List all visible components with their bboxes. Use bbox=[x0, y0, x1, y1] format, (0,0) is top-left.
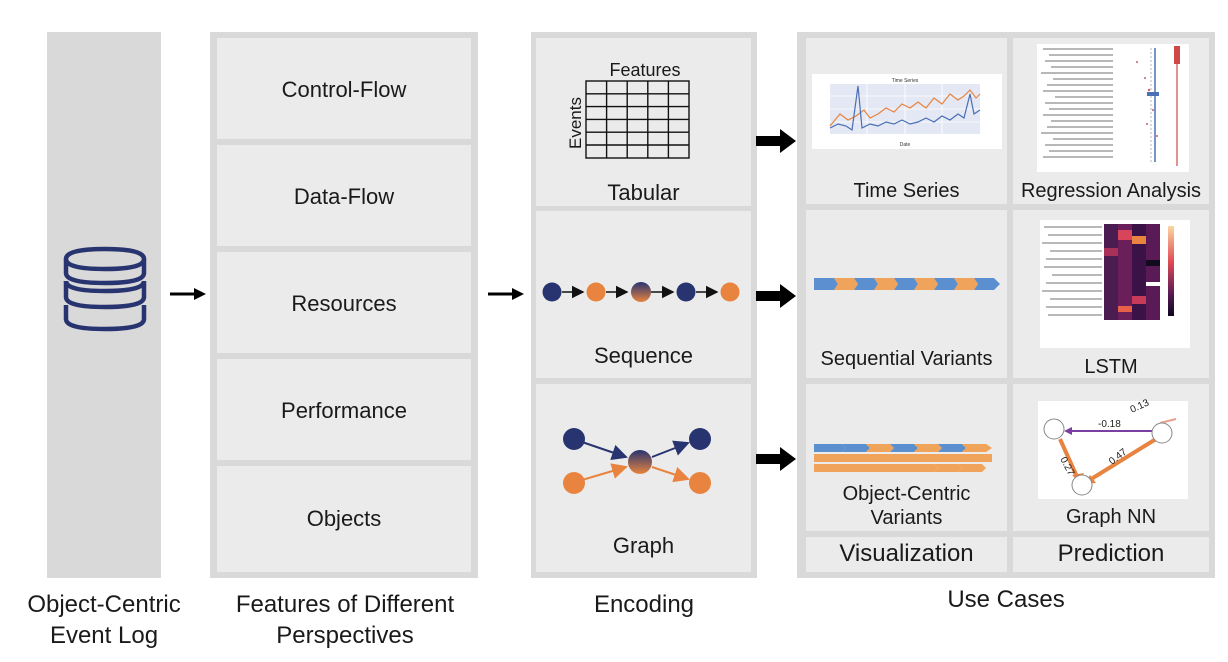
arrow-features-to-encoding bbox=[488, 288, 524, 300]
usecase-visualization bbox=[806, 537, 1007, 572]
perspective-objects bbox=[217, 466, 471, 572]
thumb-ts-title: Time Series bbox=[892, 78, 919, 84]
usecase-label-lstm: LSTM bbox=[1084, 356, 1138, 378]
time-series-thumbnail: Time Series Date bbox=[812, 74, 1002, 149]
thumb-ts-xlabel: Date bbox=[900, 142, 911, 148]
caption-event-log-line1: Object-Centric bbox=[27, 591, 181, 618]
caption-features: Features of Different Perspectives bbox=[205, 589, 485, 651]
seq-node-5 bbox=[720, 282, 740, 302]
usecase-label-graph-nn: Graph NN bbox=[1065, 506, 1157, 528]
graph-nn-thumbnail: -0.18 0.13 0.27 0.47 bbox=[1038, 397, 1188, 499]
perspective-data-flow bbox=[217, 145, 471, 246]
encoding-label-tabular: Tabular bbox=[607, 180, 680, 205]
seq-node-2 bbox=[586, 282, 606, 302]
perspective-resources bbox=[217, 252, 471, 353]
usecase-label-visualization: Visualization bbox=[839, 540, 974, 567]
usecase-prediction bbox=[1013, 537, 1209, 572]
usecase-label-oc-variants: Object-Centric Variants bbox=[806, 482, 1007, 530]
usecase-label-prediction: Prediction bbox=[1057, 540, 1165, 567]
seq-node-4 bbox=[676, 282, 696, 302]
oc-variants-thumbnail bbox=[814, 444, 992, 472]
oc-variants-line1: Object-Centric bbox=[842, 483, 971, 505]
arrow-graph-to-usecases bbox=[756, 447, 796, 471]
tabular-grid-icon bbox=[585, 80, 690, 159]
seq-variants-thumbnail bbox=[814, 278, 1000, 290]
caption-use-cases: Use Cases bbox=[947, 586, 1065, 613]
encoding-label-graph: Graph bbox=[612, 533, 675, 558]
usecase-seq-variants bbox=[806, 210, 1007, 378]
seq-node-1 bbox=[542, 282, 562, 302]
caption-event-log-line2: Event Log bbox=[49, 622, 159, 649]
caption-encoding: Encoding bbox=[593, 591, 695, 618]
usecase-label-regression: Regression Analysis bbox=[1020, 180, 1202, 202]
database-icon bbox=[63, 246, 147, 332]
caption-event-log: Object-Centric Event Log bbox=[0, 589, 208, 651]
perspective-label-objects: Objects bbox=[306, 506, 382, 531]
lstm-thumbnail bbox=[1040, 220, 1190, 348]
perspective-performance bbox=[217, 359, 471, 460]
perspective-label-resources: Resources bbox=[291, 291, 397, 316]
perspective-label-performance: Performance bbox=[281, 398, 407, 423]
sequence-icon bbox=[542, 282, 740, 302]
oc-variants-line2: Variants bbox=[870, 507, 943, 529]
seq-node-3 bbox=[631, 282, 651, 302]
graph-icon bbox=[563, 428, 711, 494]
tabular-axis-events: Events bbox=[566, 97, 585, 149]
arrow-log-to-features bbox=[170, 288, 206, 300]
encoding-label-sequence: Sequence bbox=[593, 343, 694, 368]
perspective-control-flow bbox=[217, 38, 471, 139]
caption-features-line2: Perspectives bbox=[276, 622, 414, 649]
encoding-tabular bbox=[536, 38, 751, 206]
arrow-sequence-to-usecases bbox=[756, 284, 796, 308]
tabular-axis-features: Features bbox=[609, 60, 681, 80]
perspective-label-data-flow: Data-Flow bbox=[293, 184, 395, 209]
perspective-label-control-flow: Control-Flow bbox=[281, 77, 407, 102]
usecase-label-seq-variants: Sequential Variants bbox=[820, 348, 993, 370]
regression-thumbnail bbox=[1037, 44, 1189, 172]
gnn-weight-1: -0.18 bbox=[1098, 419, 1121, 430]
usecase-label-time-series: Time Series bbox=[853, 180, 960, 202]
arrow-tabular-to-usecases bbox=[756, 129, 796, 153]
caption-features-line1: Features of Different bbox=[235, 591, 455, 618]
